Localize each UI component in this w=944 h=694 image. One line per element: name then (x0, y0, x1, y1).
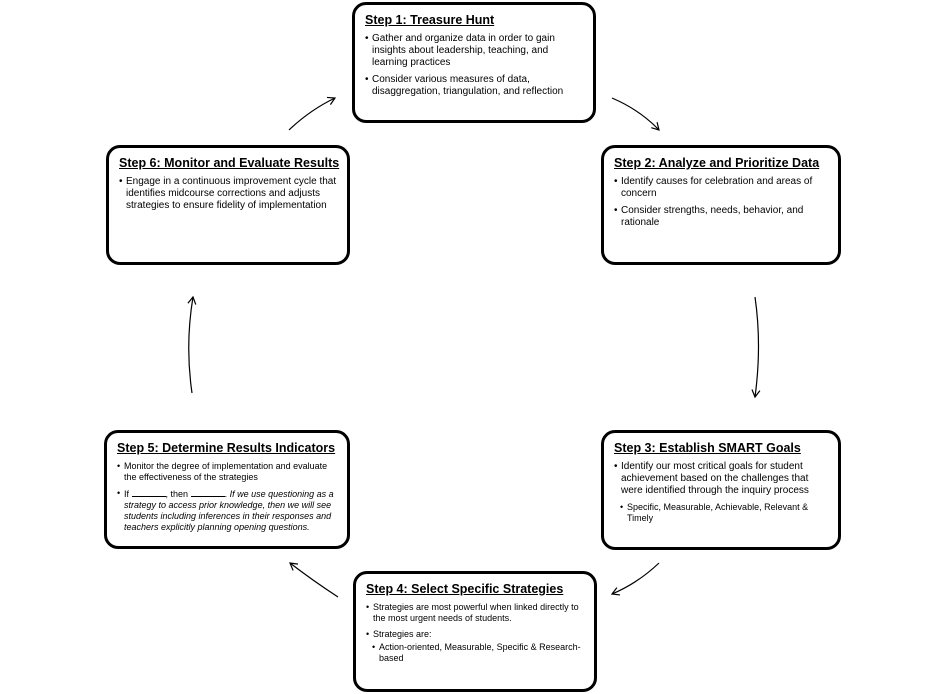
step2-bullets: Identify causes for celebration and area… (614, 176, 828, 229)
arrow-step3-to-step4 (610, 562, 660, 596)
step4-box: Step 4: Select Specific Strategies Strat… (353, 571, 597, 692)
step1-box: Step 1: Treasure Hunt Gather and organiz… (352, 2, 596, 123)
step1-bullet-2: Consider various measures of data, disag… (365, 74, 583, 98)
arrow-step4-to-step5 (289, 562, 339, 598)
step5-box: Step 5: Determine Results Indicators Mon… (104, 430, 350, 549)
arrow-step5-to-step6 (187, 295, 197, 394)
step6-bullets: Engage in a continuous improvement cycle… (119, 176, 337, 212)
step3-bullet-1: Identify our most critical goals for stu… (614, 461, 828, 497)
step2-box: Step 2: Analyze and Prioritize Data Iden… (601, 145, 841, 265)
step5-if-then: If , then . If we use questioning as a s… (117, 488, 337, 533)
step4-bullet-1: Strategies are most powerful when linked… (366, 602, 584, 624)
step2-bullet-1: Identify causes for celebration and area… (614, 176, 828, 200)
step6-bullet-1: Engage in a continuous improvement cycle… (119, 176, 337, 212)
step5-blank-1 (131, 488, 166, 497)
arrow-step6-to-step1 (288, 96, 337, 131)
step6-box: Step 6: Monitor and Evaluate Results Eng… (106, 145, 350, 265)
step5-title: Step 5: Determine Results Indicators (117, 441, 336, 455)
step5-example: If we use questioning as a strategy to a… (124, 489, 334, 532)
step4-sub-bullet-1: Action-oriented, Measurable, Specific & … (372, 642, 584, 664)
step3-sub-bullet-1: Specific, Measurable, Achievable, Releva… (620, 502, 828, 524)
step5-then-label: , then (165, 489, 189, 499)
step1-bullets: Gather and organize data in order to gai… (365, 33, 583, 98)
step1-bullet-1: Gather and organize data in order to gai… (365, 33, 583, 69)
step5-bullet-1: Monitor the degree of implementation and… (117, 461, 337, 483)
step4-bullet-2: Strategies are: (366, 629, 584, 640)
step3-box: Step 3: Establish SMART Goals Identify o… (601, 430, 841, 550)
step2-title: Step 2: Analyze and Prioritize Data (614, 156, 820, 170)
step6-title: Step 6: Monitor and Evaluate Results (119, 156, 340, 170)
arrow-step2-to-step3 (751, 296, 761, 399)
step4-bullets: Strategies are most powerful when linked… (366, 602, 584, 664)
step4-title: Step 4: Select Specific Strategies (366, 582, 564, 596)
step2-bullet-2: Consider strengths, needs, behavior, and… (614, 205, 828, 229)
arrow-step1-to-step2 (611, 97, 660, 131)
step1-title: Step 1: Treasure Hunt (365, 13, 495, 27)
step5-if-label: If (124, 489, 130, 499)
step5-bullets: Monitor the degree of implementation and… (117, 461, 337, 533)
step3-bullets: Identify our most critical goals for stu… (614, 461, 828, 524)
step5-blank-2 (190, 488, 225, 497)
step3-title: Step 3: Establish SMART Goals (614, 441, 801, 455)
